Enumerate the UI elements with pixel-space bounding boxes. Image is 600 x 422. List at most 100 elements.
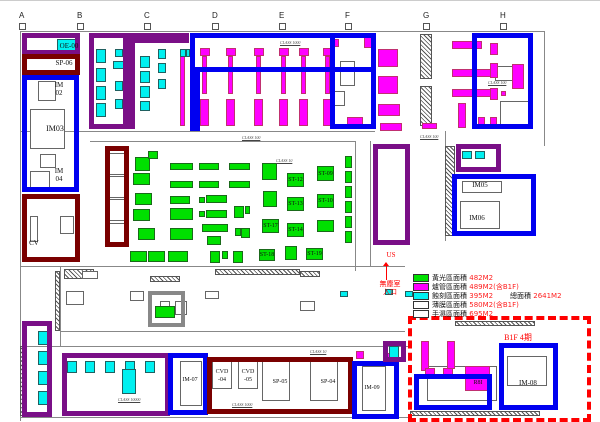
hatched-area [150, 276, 180, 282]
lithography-tool [317, 166, 334, 181]
equipment [66, 291, 84, 305]
equipment [500, 101, 530, 126]
hatched-area [455, 321, 535, 326]
etch-tool [180, 49, 186, 57]
wall-line [20, 266, 405, 267]
equipment [130, 291, 144, 301]
lithography-tool [206, 195, 227, 203]
column-marker [212, 23, 219, 30]
hatched-area [215, 269, 300, 275]
lithography-tool [245, 206, 250, 214]
etch-tool [85, 361, 95, 373]
etch-tool [96, 49, 106, 63]
furnace-tool [228, 56, 233, 94]
area-label-im03: IM03 [46, 124, 64, 133]
wall-line [90, 141, 355, 142]
equipment [205, 291, 219, 299]
lithography-tool [207, 236, 221, 245]
area-label-sp06: SP-06 [55, 59, 73, 67]
area-label-im07: IM-07 [182, 377, 198, 383]
lithography-tool [170, 228, 193, 240]
legend-value: 395M2 [469, 291, 494, 300]
lithography-tool [259, 249, 275, 261]
zone-r8i [414, 374, 492, 410]
wall-line [20, 31, 21, 421]
legend-label: 爐管區面積 [432, 282, 467, 291]
lithography-tool [135, 157, 150, 171]
station-label: ST-18 [259, 252, 275, 258]
class-label: CLASS 1000 [280, 40, 301, 45]
lithography-tool [345, 201, 352, 213]
etch-tool [340, 291, 348, 297]
lithography-tool [170, 181, 193, 188]
furnace-tool [279, 48, 289, 56]
etch-tool [158, 63, 166, 73]
furnace-tool [490, 43, 498, 55]
lithography-tool [210, 251, 220, 263]
equipment [38, 81, 56, 101]
class-label: CLASS 100 [420, 134, 439, 139]
station-label: ST-13 [288, 201, 303, 207]
station-label: ST-10 [318, 198, 333, 204]
column-marker [345, 23, 352, 30]
column-marker [77, 23, 84, 30]
etch-tool [115, 81, 123, 91]
etch-tool [140, 56, 150, 68]
lithography-tool [170, 196, 190, 204]
lithography-tool [345, 171, 352, 183]
etch-tool [96, 103, 106, 117]
zone-furnace-f [330, 33, 376, 129]
etch-tool [115, 99, 123, 109]
hatched-area [420, 34, 432, 79]
lithography-tool [287, 223, 304, 237]
legend-total: 總面積 2641M2 [510, 291, 562, 301]
lithography-tool [317, 220, 334, 232]
lithography-tool [133, 209, 150, 221]
furnace-tool [378, 76, 398, 94]
etch-tool [145, 361, 155, 373]
lithography-tool [138, 228, 155, 240]
zone-sp06 [22, 54, 80, 75]
area-label-sp05: SP-05 [272, 379, 288, 385]
etch-tool [115, 49, 123, 57]
column-marker [19, 23, 26, 30]
equipment [60, 216, 74, 234]
equipment [507, 356, 547, 386]
lithography-tool [241, 228, 250, 238]
hatched-area [420, 86, 432, 126]
zone-etch-small [383, 341, 406, 362]
wall-line [20, 417, 410, 418]
furnace-tool [378, 104, 400, 116]
hatched-area [55, 271, 60, 331]
furnace-tool [226, 99, 235, 126]
class-label: CLASS 10000 [118, 397, 141, 402]
legend-swatch-cyan [413, 291, 429, 300]
equipment [40, 154, 56, 168]
legend-value: 695M2 [469, 309, 494, 318]
legend-value: 489M2(含B1F) [469, 282, 519, 291]
legend: 黃光區面積 482M2 爐管區面積 489M2(含B1F) 蝕刻區面積 395M… [413, 273, 519, 318]
lithography-tool [199, 197, 205, 203]
legend-total-label: 總面積 [510, 292, 531, 300]
class-label: CLASS 10 [276, 158, 293, 163]
station-label: ST-19 [307, 251, 322, 257]
wall-line [370, 141, 371, 266]
entrance-arrowhead-icon [383, 262, 389, 266]
station-label: ST-12 [288, 177, 303, 183]
furnace-tool [254, 48, 264, 56]
station-label: ST-14 [288, 227, 303, 233]
station-label: ST-17 [263, 223, 278, 229]
zone-cvd [105, 146, 129, 247]
legend-value: 580M2(含B1F) [469, 300, 519, 309]
legend-total-value: 2641M2 [533, 292, 562, 300]
area-label-im04: IM 04 [54, 167, 64, 183]
column-label-f: F [345, 11, 350, 20]
area-label-cvd04: CVD-04 [215, 369, 229, 383]
area-label-im06: IM06 [469, 214, 485, 222]
legend-item: 爐管區面積 489M2(含B1F) [413, 282, 519, 291]
etch-tool [96, 86, 106, 100]
wall-line [60, 266, 61, 346]
zone-furnace-d-left [190, 67, 200, 131]
etch-tool [385, 289, 393, 295]
furnace-tool [301, 56, 306, 94]
